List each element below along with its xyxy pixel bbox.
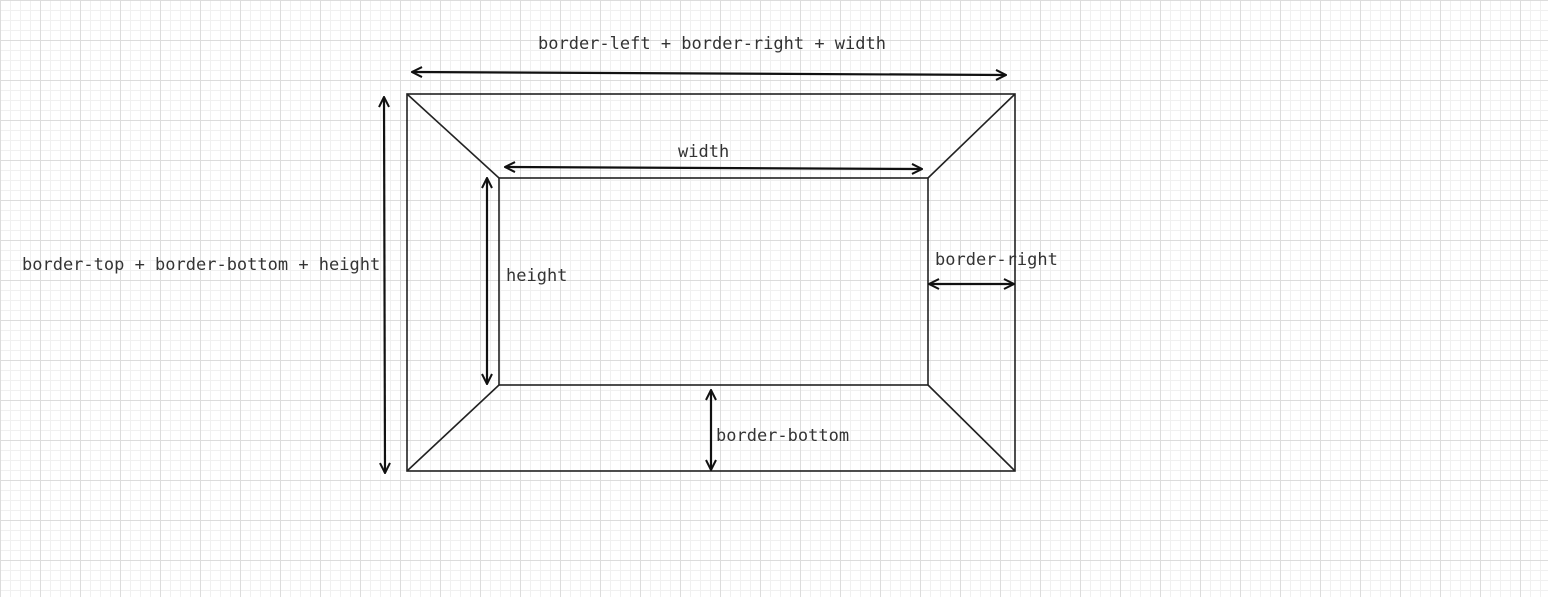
border-bottom-label: border-bottom (716, 426, 849, 446)
outer-border-box (406, 93, 1016, 472)
border-right-label: border-right (935, 250, 1058, 270)
width-arrow (505, 167, 922, 169)
corner-line-bottom-right (927, 384, 1016, 472)
total-height-label: border-top + border-bottom + height (22, 255, 380, 275)
total-width-label: border-left + border-right + width (538, 34, 886, 54)
corner-line-top-right (927, 93, 1016, 179)
width-label: width (678, 142, 729, 162)
corner-line-top-left (406, 93, 500, 179)
total-width-arrow (412, 72, 1006, 75)
height-label: height (506, 266, 567, 286)
total-height-arrow (384, 97, 385, 473)
corner-line-bottom-left (406, 384, 500, 472)
